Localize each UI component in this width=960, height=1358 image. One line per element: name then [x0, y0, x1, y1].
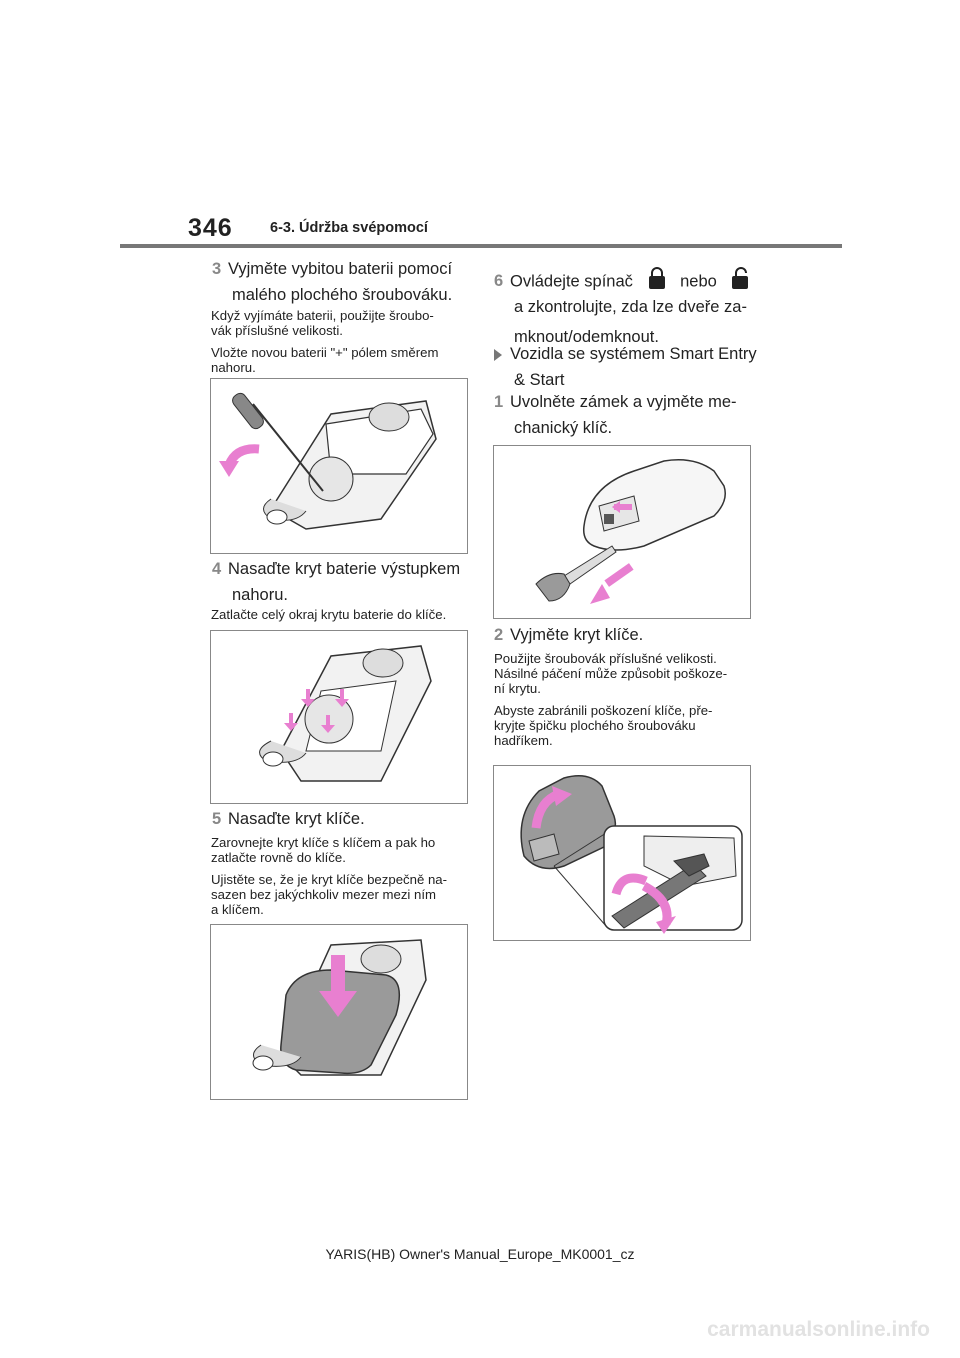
note-line: Vložte novou baterii "+" pólem směrem	[211, 345, 439, 360]
step-text: Vyjměte kryt klíče.	[510, 626, 644, 644]
step-6-continued: a zkontrolujte, zda lze dveře za- mknout…	[514, 292, 794, 352]
lock-icon	[648, 266, 666, 298]
watermark: carmanualsonline.info	[707, 1318, 930, 1341]
note-line: sazen bez jakýchkoliv mezer mezi ním	[211, 887, 436, 902]
note-line: a klíčem.	[211, 902, 264, 917]
figure-remove-battery	[210, 378, 468, 554]
note-line: kryjte špičku plochého šroubováku	[494, 718, 696, 733]
step-text: Uvolněte zámek a vyjměte me-	[510, 393, 737, 411]
step-number: 2	[494, 626, 504, 644]
smart-entry-bullet: Vozidla se systémem Smart Entry & Start	[494, 341, 794, 393]
note-line: nahoru.	[211, 360, 256, 375]
step-text: mknout/odemknout.	[514, 328, 659, 346]
step-5: 5 Nasaďte kryt klíče.	[212, 806, 472, 832]
step-number: 3	[212, 260, 222, 278]
figure-battery-cover	[210, 630, 468, 804]
note-line: vák příslušné velikosti.	[211, 323, 343, 338]
note-line: zatlačte rovně do klíče.	[211, 850, 346, 865]
step-number: 5	[212, 810, 222, 828]
step-number: 6	[494, 272, 504, 291]
step-text: Nasaďte kryt baterie výstupkem	[228, 560, 461, 578]
step-4-note: Zatlačte celý okraj krytu baterie do klí…	[211, 607, 447, 622]
step-text: malého plochého šroubováku.	[232, 286, 453, 304]
bullet-text: & Start	[514, 371, 565, 389]
step-number: 4	[212, 560, 222, 578]
step-1: 1 Uvolněte zámek a vyjměte me- chanický k…	[494, 389, 794, 441]
step-text: Nasaďte kryt klíče.	[228, 810, 365, 828]
step-number: 1	[494, 393, 504, 411]
note-line: Ujistěte se, že je kryt klíče bezpečně n…	[211, 872, 448, 887]
step-text: Ovládejte spínač	[510, 272, 633, 291]
step-4: 4 Nasaďte kryt baterie výstupkem nahoru.	[212, 556, 472, 608]
page-number: 346	[188, 214, 233, 242]
figure-remove-key-cover	[493, 765, 751, 941]
step-6: 6 Ovládejte spínač nebo	[494, 266, 794, 298]
step-2: 2 Vyjměte kryt klíče.	[494, 622, 794, 648]
note-line: Použijte šroubovák příslušné velikosti.	[494, 651, 717, 666]
step-3: 3 Vyjměte vybitou baterii pomocí malého p…	[212, 256, 472, 308]
step-text: a zkontrolujte, zda lze dveře za-	[514, 298, 747, 316]
step-text: Vyjměte vybitou baterii pomocí	[228, 260, 453, 278]
note-line: hadříkem.	[494, 733, 553, 748]
bullet-arrow-icon	[494, 348, 502, 361]
bullet-text: Vozidla se systémem Smart Entry	[510, 345, 757, 363]
header-rule	[120, 244, 842, 248]
note-line: Zarovnejte kryt klíče s klíčem a pak ho	[211, 835, 436, 850]
step-text: nahoru.	[232, 586, 288, 604]
step-2-note: Použijte šroubovák příslušné velikosti. …	[494, 651, 756, 748]
footer-manual-id: YARIS(HB) Owner's Manual_Europe_MK0001_c…	[325, 1246, 635, 1262]
figure-mechanical-key	[493, 445, 751, 619]
note-line: Násilné páčení může způsobit poškoze-	[494, 666, 728, 681]
unlock-icon	[731, 266, 751, 298]
step-text: chanický klíč.	[514, 419, 613, 437]
note-line: ní krytu.	[494, 681, 541, 696]
figure-key-cover	[210, 924, 468, 1100]
note-line: Abyste zabránili poškození klíče, pře-	[494, 703, 713, 718]
step-text: nebo	[680, 272, 717, 291]
step-3-note: Když vyjímáte baterii, použijte šroubo- …	[211, 308, 473, 375]
note-line: Když vyjímáte baterii, použijte šroubo-	[211, 308, 434, 323]
step-5-note: Zarovnejte kryt klíče s klíčem a pak ho …	[211, 835, 473, 917]
section-title: 6-3. Údržba svépomocí	[270, 220, 428, 236]
